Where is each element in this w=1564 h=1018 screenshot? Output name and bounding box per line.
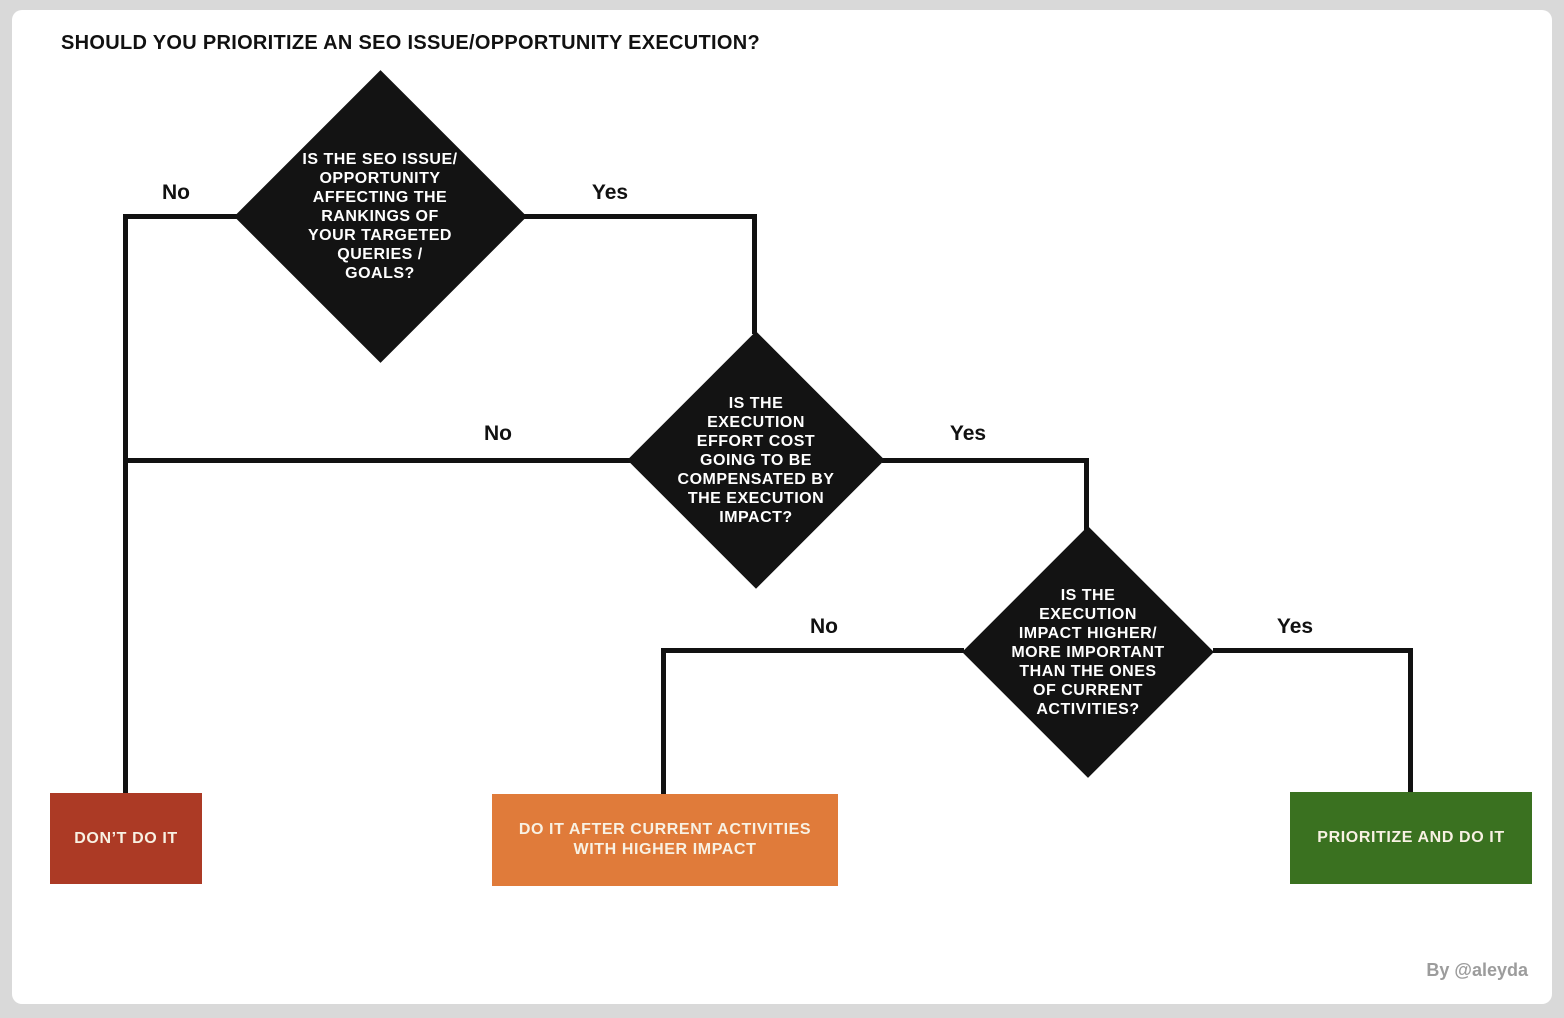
edge-d1-no-horizontal — [123, 214, 237, 219]
outcome-label-dont-do-it: DON’T DO IT — [74, 829, 178, 847]
edge-d3-yes-vertical — [1408, 648, 1413, 794]
decision-question-rankings-impact: IS THE SEO ISSUE/ OPPORTUNITY AFFECTING … — [302, 150, 458, 282]
edge-d2-yes-vertical — [1084, 458, 1089, 530]
outcome-box-dont-do-it: DON’T DO IT — [50, 793, 202, 884]
edge-d3-no-horizontal — [661, 648, 964, 653]
outcome-box-do-after-current: DO IT AFTER CURRENT ACTIVITIES WITH HIGH… — [492, 794, 838, 886]
outcome-label-do-after-current: DO IT AFTER CURRENT ACTIVITIES WITH HIGH… — [518, 821, 812, 858]
edge-label-d2-yes: Yes — [949, 422, 987, 445]
edge-label-d3-no: No — [810, 615, 838, 638]
edge-d2-no-horizontal — [123, 458, 631, 463]
outcome-label-prioritize-do-it: PRIORITIZE AND DO IT — [1317, 829, 1505, 846]
edge-d1-yes-vertical — [752, 214, 757, 334]
decision-question-effort-vs-impact: IS THE EXECUTION EFFORT COST GOING TO BE… — [677, 394, 835, 526]
edge-d2-yes-horizontal — [882, 458, 1088, 463]
edge-label-d1-yes: Yes — [591, 181, 629, 204]
edge-d3-no-vertical — [661, 648, 666, 796]
edge-label-d2-no: No — [484, 422, 512, 445]
edge-d1-yes-horizontal — [523, 214, 756, 219]
outcome-box-prioritize-do-it: PRIORITIZE AND DO IT — [1290, 792, 1532, 884]
edge-label-d1-no: No — [162, 181, 190, 204]
edge-label-d3-yes: Yes — [1276, 615, 1314, 638]
edge-d3-yes-horizontal — [1213, 648, 1413, 653]
author-credit: By @aleyda — [1426, 960, 1528, 980]
edge-d1-no-vertical — [123, 214, 128, 795]
page-title: SHOULD YOU PRIORITIZE AN SEO ISSUE/OPPOR… — [61, 32, 761, 54]
decision-question-impact-vs-current: IS THE EXECUTION IMPACT HIGHER/ MORE IMP… — [1011, 586, 1165, 718]
